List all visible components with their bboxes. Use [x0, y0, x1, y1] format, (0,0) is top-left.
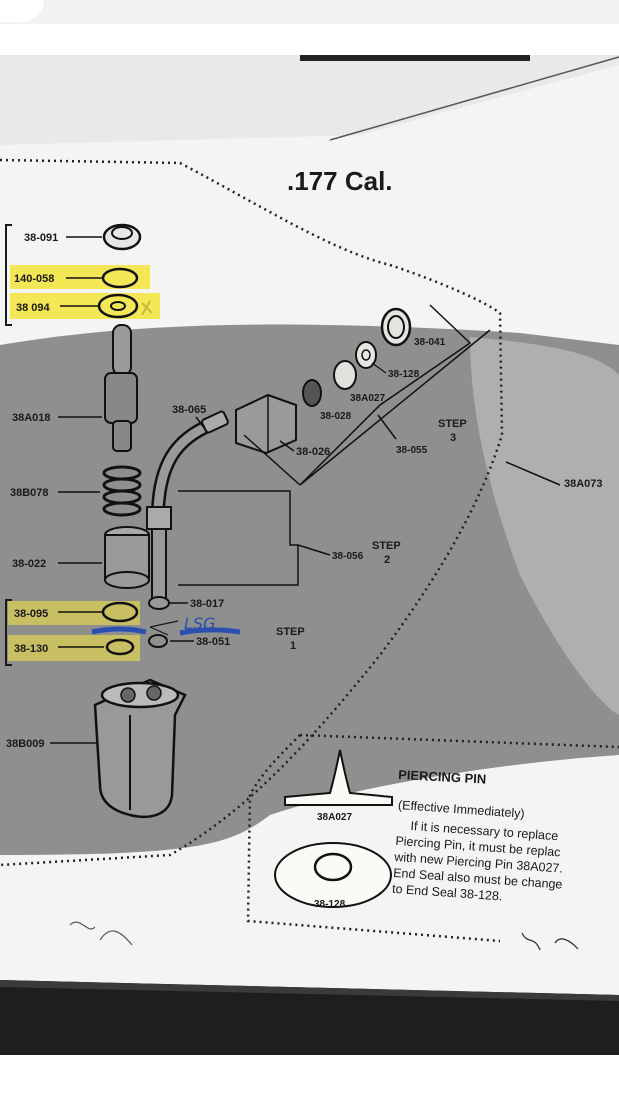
label-38-055: 38-055 — [396, 445, 428, 456]
label-140-058: 140-058 — [14, 273, 54, 285]
label-38A073: 38A073 — [564, 478, 603, 490]
top-edge-dark — [300, 55, 530, 61]
part-38-128-inner — [361, 349, 371, 361]
bottom-band-highlight — [0, 980, 619, 1001]
leader-38-056 — [297, 544, 331, 556]
inset-seal-outer — [274, 842, 392, 908]
inset-dotted-frame — [246, 733, 619, 943]
leader-38-065 — [195, 416, 209, 434]
inset-pin-drawing — [284, 749, 393, 806]
left-bracket-bottom — [5, 599, 12, 666]
step-1-number: 1 — [290, 640, 296, 652]
parts-diagram-svg: .177 Cal. 38-091 140-058 38 094 38A018 — [0, 55, 619, 1055]
step-2-number: 2 — [384, 554, 390, 566]
parts-diagram-photo: .177 Cal. 38-091 140-058 38 094 38A018 — [0, 55, 619, 1055]
part-38B009-top — [100, 681, 180, 709]
blue-ink-mark-2 — [179, 627, 241, 636]
step-3-number: 3 — [450, 432, 456, 444]
part-38A018-top — [112, 324, 132, 376]
paper-fold-line — [329, 56, 619, 141]
part-38B078-spring — [102, 465, 142, 517]
bottom-dark-band — [0, 980, 619, 1055]
part-38-051-shape — [148, 634, 168, 648]
dotted-outline — [0, 158, 504, 867]
label-38-051: 38-051 — [196, 636, 230, 648]
step-3-word: STEP — [438, 418, 467, 430]
step-2-bracket-top — [178, 490, 298, 546]
part-140-058-shape — [101, 267, 139, 289]
step-3-bracket-line-3 — [243, 434, 301, 486]
leader-38-055 — [377, 414, 397, 440]
leader-38-026 — [279, 440, 295, 452]
left-bracket-top — [5, 224, 12, 326]
label-38-022: 38-022 — [12, 558, 46, 570]
part-38-128-shape — [355, 341, 377, 369]
label-38-065: 38-065 — [172, 404, 206, 416]
inset-seal-label: 38-128 — [314, 899, 346, 910]
part-38-017-shape — [148, 596, 170, 610]
part-38-095-shape — [101, 601, 139, 623]
label-38A027: 38A027 — [350, 393, 385, 404]
pencil-scribble-left — [69, 921, 133, 946]
label-38-017: 38-017 — [190, 598, 224, 610]
inset-pin-label: 38A027 — [317, 812, 352, 823]
part-38-022-bottom — [104, 571, 150, 589]
label-38-041: 38-041 — [414, 337, 446, 348]
step-2-word: STEP — [372, 540, 401, 552]
blue-ink-mark-1 — [91, 626, 147, 635]
part-38B009-shape — [93, 678, 187, 819]
top-bar — [0, 0, 619, 24]
part-38A027-shape — [333, 360, 357, 390]
part-38A018-body — [104, 372, 138, 424]
caliber-title: .177 Cal. — [287, 166, 393, 196]
part-38-041-shape — [380, 307, 412, 347]
handwritten-x-mark — [141, 300, 153, 316]
step-2-bracket-bottom — [178, 545, 299, 586]
part-38B009-hole-1 — [120, 687, 136, 703]
part-38B009-hole-2 — [146, 685, 162, 701]
label-38-028: 38-028 — [320, 411, 352, 422]
part-38-094-shape — [97, 293, 139, 319]
label-38A018: 38A018 — [12, 412, 51, 424]
part-valve-stem — [151, 528, 167, 600]
leader-38-128 — [371, 362, 387, 374]
back-paper — [0, 55, 619, 145]
pencil-scribble-right — [521, 932, 579, 951]
label-38-128: 38-128 — [388, 369, 420, 380]
label-38B009: 38B009 — [6, 738, 45, 750]
part-38-094-inner — [110, 301, 126, 311]
handwritten-arrow — [149, 620, 179, 636]
label-38-026: 38-026 — [296, 446, 330, 458]
label-38-091: 38-091 — [24, 232, 58, 244]
label-38B078: 38B078 — [10, 487, 49, 499]
part-38-065-tube — [153, 420, 212, 511]
label-38-095: 38-095 — [14, 608, 48, 620]
part-valve-nut — [146, 506, 172, 530]
step-3-bracket-line-1 — [299, 304, 472, 486]
leader-38A073 — [505, 461, 561, 486]
part-38-041-inner — [387, 315, 405, 339]
step-1-word: STEP — [276, 626, 305, 638]
part-38-091-inner — [111, 226, 133, 240]
label-38-130: 38-130 — [14, 643, 48, 655]
top-bar-pill — [0, 0, 44, 22]
label-38-094: 38 094 — [16, 302, 51, 314]
label-38-056: 38-056 — [332, 551, 364, 562]
part-38A018-bottom — [112, 420, 132, 452]
shadow-edge — [470, 337, 619, 715]
part-38-028-shape — [302, 379, 322, 407]
part-38-091-shape — [102, 223, 142, 251]
piercing-pin-heading: PIERCING PIN — [398, 767, 487, 787]
step-3-bracket-line-2 — [299, 329, 491, 486]
part-38-130-shape — [105, 638, 135, 656]
inset-seal-inner — [313, 852, 353, 882]
